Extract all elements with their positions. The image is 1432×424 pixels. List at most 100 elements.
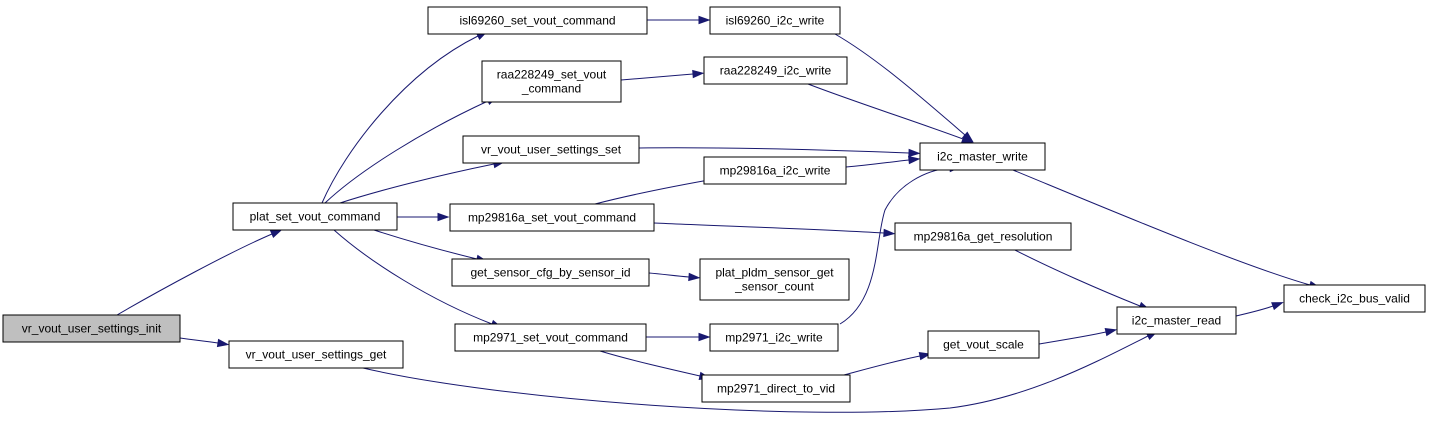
edge-raa-w-to-i2cw bbox=[807, 83, 974, 144]
edge-vset-to-i2cw bbox=[638, 147, 921, 158]
edge-plat-to-mp16set bbox=[397, 212, 450, 222]
node-label: mp29816a_get_resolution bbox=[914, 230, 1053, 244]
node-label: mp2971_direct_to_vid bbox=[717, 382, 835, 396]
node-get-vout-scale[interactable]: get_vout_scale bbox=[927, 330, 1040, 359]
arrowhead-icon bbox=[908, 155, 921, 165]
edge-init-to-plat-line bbox=[116, 233, 273, 316]
node-label: raa228249_set_vout bbox=[497, 68, 607, 82]
node-isl69260-i2c-write[interactable]: isl69260_i2c_write bbox=[709, 6, 841, 35]
node-mp29816a-set-vout-command[interactable]: mp29816a_set_vout_command bbox=[449, 203, 655, 232]
edge-mp71set-to-mp71vid bbox=[599, 350, 712, 380]
node-check-i2c-bus-valid[interactable]: check_i2c_bus_valid bbox=[1283, 284, 1426, 313]
edge-getcfg-to-pldm bbox=[648, 272, 701, 282]
node-box bbox=[454, 323, 647, 352]
node-box bbox=[894, 222, 1072, 251]
node-label: vr_vout_user_settings_set bbox=[481, 143, 622, 157]
edge-init-to-plat bbox=[116, 229, 283, 316]
edge-vset-to-i2cw-line bbox=[638, 147, 910, 154]
node-label: isl69260_set_vout_command bbox=[459, 14, 615, 28]
node-box bbox=[481, 60, 622, 103]
arrowhead-icon bbox=[883, 228, 896, 238]
edge-isl-w-to-i2cw-line bbox=[834, 33, 966, 136]
node-plat-set-vout-command[interactable]: plat_set_vout_command bbox=[232, 202, 398, 231]
node-label: plat_pldm_sensor_get bbox=[715, 266, 834, 280]
node-mp2971-set-vout-command[interactable]: mp2971_set_vout_command bbox=[454, 323, 647, 352]
arrowhead-icon bbox=[1104, 328, 1118, 337]
edge-raaset-to-raaw bbox=[620, 69, 705, 81]
node-mp29816a-i2c-write[interactable]: mp29816a_i2c_write bbox=[703, 156, 847, 185]
node-box bbox=[919, 142, 1046, 171]
node-plat-pldm-sensor-get-sensor-count[interactable]: plat_pldm_sensor_get_sensor_count bbox=[699, 258, 850, 301]
node-label: raa228249_i2c_write bbox=[720, 64, 832, 78]
node-raa228249-i2c-write[interactable]: raa228249_i2c_write bbox=[703, 56, 848, 85]
node-box bbox=[228, 340, 404, 369]
arrowhead-icon bbox=[961, 134, 974, 144]
edge-mp16res-to-i2cr bbox=[1014, 249, 1151, 311]
edge-vget-to-i2cr-line bbox=[362, 335, 1149, 413]
edge-mp71vid-to-vscale-line bbox=[843, 355, 921, 376]
node-box bbox=[451, 258, 650, 287]
edge-mp71vid-to-vscale bbox=[843, 351, 932, 376]
edge-plat-to-getcfg bbox=[373, 229, 489, 263]
node-get-sensor-cfg-by-sensor-id[interactable]: get_sensor_cfg_by_sensor_id bbox=[451, 258, 650, 287]
edge-init-to-vget bbox=[179, 337, 230, 348]
edge-islset-to-islw bbox=[647, 15, 711, 25]
node-box bbox=[927, 330, 1040, 359]
node-label: _sensor_count bbox=[734, 280, 814, 294]
edge-plat-to-mp71set-line bbox=[333, 229, 493, 325]
edge-init-to-vget-line bbox=[179, 337, 219, 344]
node-box bbox=[703, 156, 847, 185]
node-box bbox=[1283, 284, 1426, 313]
node-isl69260-set-vout-command[interactable]: isl69260_set_vout_command bbox=[427, 6, 648, 35]
arrowhead-icon bbox=[216, 338, 230, 348]
node-box bbox=[709, 6, 841, 35]
edge-mp16set-to-mp16w-line bbox=[594, 177, 721, 205]
node-vr-vout-user-settings-init[interactable]: vr_vout_user_settings_init bbox=[2, 314, 181, 343]
nodes: vr_vout_user_settings_init plat_set_vout_… bbox=[2, 6, 1426, 403]
node-label: plat_set_vout_command bbox=[250, 210, 381, 224]
arrowhead-icon bbox=[698, 332, 711, 342]
node-mp2971-i2c-write[interactable]: mp2971_i2c_write bbox=[709, 323, 839, 352]
node-label: isl69260_i2c_write bbox=[726, 14, 825, 28]
edge-plat-to-vset bbox=[339, 159, 506, 204]
node-label: mp2971_set_vout_command bbox=[473, 331, 628, 345]
edge-isl-w-to-i2cw bbox=[834, 33, 974, 143]
edge-mp16set-to-mp16res bbox=[653, 222, 896, 238]
edge-mp16set-to-mp16res-line bbox=[653, 222, 885, 234]
node-vr-vout-user-settings-get[interactable]: vr_vout_user_settings_get bbox=[228, 340, 404, 369]
node-label: vr_vout_user_settings_init bbox=[22, 322, 162, 336]
node-label: _command bbox=[521, 82, 581, 96]
node-mp29816a-get-resolution[interactable]: mp29816a_get_resolution bbox=[894, 222, 1072, 251]
edge-mp71w-to-i2cw-line bbox=[839, 167, 951, 325]
node-box bbox=[427, 6, 648, 35]
edge-plat-to-islset bbox=[321, 30, 489, 204]
node-box bbox=[699, 258, 850, 301]
edge-vscale-to-i2cr bbox=[1038, 328, 1118, 345]
arrowhead-icon bbox=[269, 229, 283, 239]
arrowhead-icon bbox=[908, 148, 921, 158]
edge-mp71set-to-mp71vid-line bbox=[599, 350, 701, 377]
edge-mp71set-to-mp71w bbox=[645, 332, 711, 342]
node-raa228249-set-vout-command[interactable]: raa228249_set_vout_command bbox=[481, 60, 622, 103]
node-box bbox=[449, 203, 655, 232]
edge-getcfg-to-pldm-line bbox=[648, 272, 690, 278]
arrowhead-icon bbox=[1271, 302, 1284, 311]
edge-plat-to-islset-line bbox=[321, 35, 479, 204]
node-label: i2c_master_write bbox=[937, 150, 1028, 164]
node-label: mp2971_i2c_write bbox=[725, 331, 823, 345]
node-box bbox=[703, 56, 848, 85]
node-vr-vout-user-settings-set[interactable]: vr_vout_user_settings_set bbox=[462, 135, 640, 164]
edge-mp16w-to-i2cw-line bbox=[845, 159, 910, 168]
node-box bbox=[1116, 306, 1237, 335]
node-mp2971-direct-to-vid[interactable]: mp2971_direct_to_vid bbox=[701, 374, 851, 403]
node-box bbox=[462, 135, 640, 164]
edge-vscale-to-i2cr-line bbox=[1038, 331, 1107, 345]
node-label: mp29816a_i2c_write bbox=[720, 164, 831, 178]
node-i2c-master-read[interactable]: i2c_master_read bbox=[1116, 306, 1237, 335]
node-box bbox=[232, 202, 398, 231]
edge-mp16res-to-i2cr-line bbox=[1014, 249, 1141, 307]
node-box bbox=[701, 374, 851, 403]
node-i2c-master-write[interactable]: i2c_master_write bbox=[919, 142, 1046, 171]
node-label: vr_vout_user_settings_get bbox=[246, 348, 387, 362]
